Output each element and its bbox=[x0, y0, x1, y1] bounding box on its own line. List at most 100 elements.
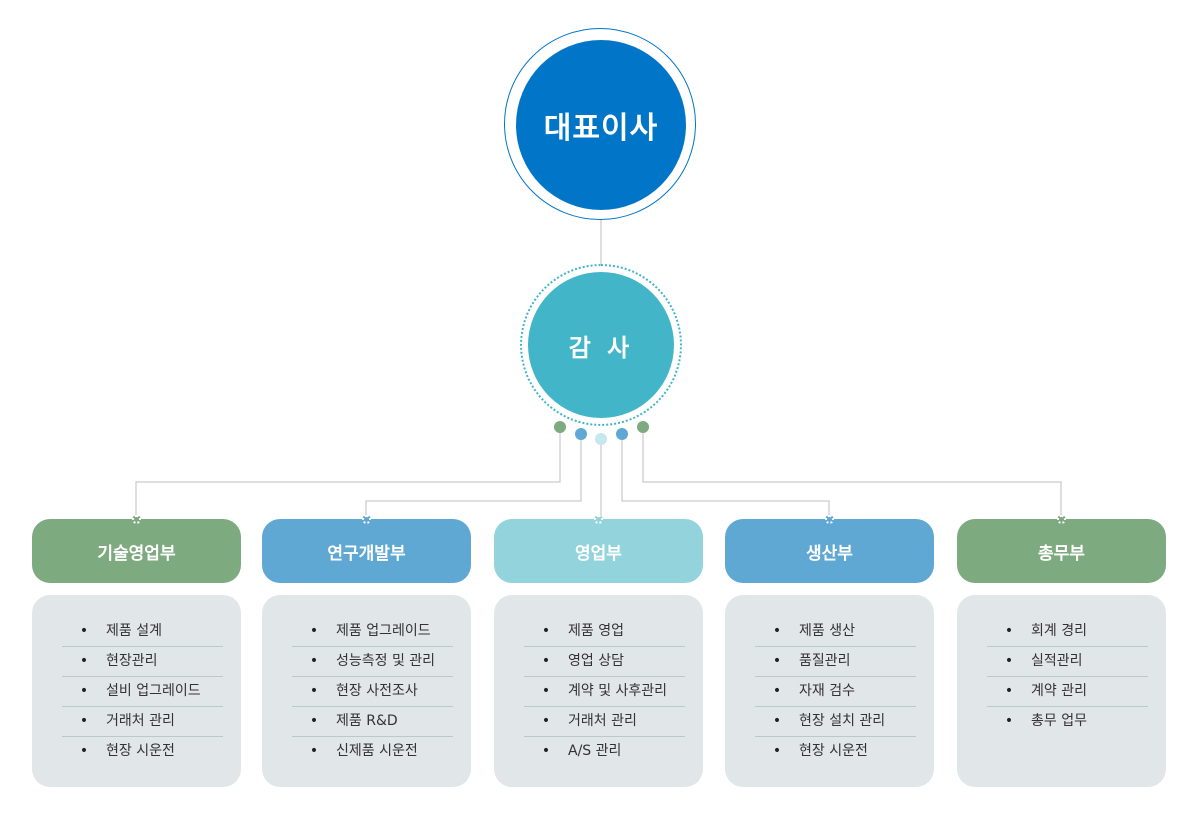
duty-item: • 계약 관리 bbox=[987, 677, 1148, 707]
duty-text: 총무 업무 bbox=[1031, 713, 1087, 729]
duty-item: • 계약 및 사후관리 bbox=[524, 677, 685, 707]
department-name: 기술영업부 bbox=[97, 543, 176, 564]
branch-line bbox=[621, 434, 830, 519]
bullet-icon: • bbox=[1004, 653, 1014, 669]
duty-text: 신제품 시운전 bbox=[336, 743, 418, 759]
branch-dot-icon bbox=[595, 433, 607, 445]
duty-text: 실적관리 bbox=[1031, 653, 1083, 669]
bullet-icon: • bbox=[541, 623, 551, 639]
duty-list: •제품 설계•현장관리•설비 업그레이드•거래처 관리•현장 시운전 bbox=[62, 617, 223, 766]
branch-dot-icon bbox=[637, 421, 649, 433]
department-duties-panel: •제품 설계•현장관리•설비 업그레이드•거래처 관리•현장 시운전 bbox=[32, 595, 241, 787]
duty-item: • 현장 시운전 bbox=[62, 737, 223, 766]
branch-line bbox=[365, 434, 582, 519]
bullet-icon: • bbox=[79, 743, 89, 759]
duty-item: • A/S 관리 bbox=[524, 737, 685, 766]
duty-list: • 제품 생산 •품질관리 • 자재 검수 • 현장 설치 관리 • 현장 시운전 bbox=[755, 617, 916, 766]
connector-anchor-icon bbox=[1057, 515, 1066, 524]
duty-item: • 제품 설계 bbox=[62, 617, 223, 647]
bullet-icon: • bbox=[79, 623, 89, 639]
duty-text: 품질관리 bbox=[799, 653, 851, 669]
duty-item: • 현장 시운전 bbox=[755, 737, 916, 766]
duty-item: •거래처 관리 bbox=[524, 707, 685, 737]
connector-anchor-icon bbox=[132, 515, 141, 524]
duty-text: 제품 R&D bbox=[336, 713, 398, 729]
bullet-icon: • bbox=[541, 683, 551, 699]
duty-text: 성능측정 및 관리 bbox=[336, 653, 436, 669]
bullet-icon: • bbox=[309, 743, 319, 759]
ceo-node: 대표이사 bbox=[516, 40, 686, 210]
duty-item: • 자재 검수 bbox=[755, 677, 916, 707]
department-name: 총무부 bbox=[1038, 543, 1085, 564]
department-header: 생산부 bbox=[725, 515, 934, 583]
branch-dot-icon bbox=[575, 428, 587, 440]
duty-text: 거래처 관리 bbox=[106, 713, 175, 729]
duty-item: • 현장 사전조사 bbox=[292, 677, 453, 707]
duty-item: • 신제품 시운전 bbox=[292, 737, 453, 766]
bullet-icon: • bbox=[772, 623, 782, 639]
bullet-icon: • bbox=[772, 683, 782, 699]
department-duties-panel: •제품 업그레이드 • 성능측정 및 관리 • 현장 사전조사 • 제품 R&D • 신제품 시… bbox=[262, 595, 471, 787]
duty-text: 제품 영업 bbox=[568, 623, 624, 639]
duty-list: • 제품 영업 • 영업 상담 • 계약 및 사후관리 •거래처 관리 • A/S 관리 bbox=[524, 617, 685, 766]
duty-item: • 제품 R&D bbox=[292, 707, 453, 737]
department-duties-panel: • 제품 영업 • 영업 상담 • 계약 및 사후관리 •거래처 관리 • A/S 관리 bbox=[494, 595, 703, 787]
bullet-icon: • bbox=[309, 653, 319, 669]
bullet-icon: • bbox=[79, 653, 89, 669]
connector-anchor-icon bbox=[825, 515, 834, 524]
duty-item: •회계 경리 bbox=[987, 617, 1148, 647]
duty-text: 현장 시운전 bbox=[106, 743, 175, 759]
connector-anchor-icon bbox=[594, 515, 603, 524]
duty-list: •제품 업그레이드 • 성능측정 및 관리 • 현장 사전조사 • 제품 R&D • 신제품 시… bbox=[292, 617, 453, 766]
bullet-icon: • bbox=[772, 743, 782, 759]
auditor-node: 감 사 bbox=[528, 272, 674, 418]
duty-item: • 현장 설치 관리 bbox=[755, 707, 916, 737]
department-header: 총무부 bbox=[957, 515, 1166, 583]
bullet-icon: • bbox=[1004, 683, 1014, 699]
duty-text: 자재 검수 bbox=[799, 683, 855, 699]
bullet-icon: • bbox=[541, 653, 551, 669]
bullet-icon: • bbox=[79, 713, 89, 729]
duty-text: 영업 상담 bbox=[568, 653, 624, 669]
department-header: 연구개발부 bbox=[262, 515, 471, 583]
department-duties-panel: •회계 경리 • 실적관리 • 계약 관리 • 총무 업무 bbox=[957, 595, 1166, 787]
department-name: 영업부 bbox=[575, 543, 622, 564]
duty-text: 현장 시운전 bbox=[799, 743, 868, 759]
duty-text: 설비 업그레이드 bbox=[106, 683, 201, 699]
duty-item: • 제품 생산 bbox=[755, 617, 916, 647]
bullet-icon: • bbox=[79, 683, 89, 699]
bullet-icon: • bbox=[1004, 713, 1014, 729]
duty-list: •회계 경리 • 실적관리 • 계약 관리 • 총무 업무 bbox=[987, 617, 1148, 736]
duty-text: 현장 사전조사 bbox=[336, 683, 418, 699]
bullet-icon: • bbox=[309, 713, 319, 729]
duty-text: 제품 생산 bbox=[799, 623, 855, 639]
duty-item: • 설비 업그레이드 bbox=[62, 677, 223, 707]
branch-line bbox=[642, 427, 1062, 519]
duty-text: 제품 설계 bbox=[106, 623, 162, 639]
duty-item: • 제품 영업 bbox=[524, 617, 685, 647]
department-header: 기술영업부 bbox=[32, 515, 241, 583]
duty-text: 거래처 관리 bbox=[568, 713, 637, 729]
ceo-label: 대표이사 bbox=[543, 111, 659, 146]
branch-dot-icon bbox=[554, 421, 566, 433]
bullet-icon: • bbox=[541, 743, 551, 759]
duty-text: 현장 설치 관리 bbox=[799, 713, 886, 729]
department-name: 생산부 bbox=[806, 543, 853, 564]
duty-item: • 영업 상담 bbox=[524, 647, 685, 677]
duty-text: A/S 관리 bbox=[568, 743, 622, 759]
duty-text: 계약 및 사후관리 bbox=[568, 683, 668, 699]
branch-dot-icon bbox=[616, 428, 628, 440]
bullet-icon: • bbox=[772, 713, 782, 729]
duty-item: •제품 업그레이드 bbox=[292, 617, 453, 647]
department-header: 영업부 bbox=[494, 515, 703, 583]
duty-text: 계약 관리 bbox=[1031, 683, 1087, 699]
duty-text: 제품 업그레이드 bbox=[336, 623, 431, 639]
duty-item: • 총무 업무 bbox=[987, 707, 1148, 736]
bullet-icon: • bbox=[309, 683, 319, 699]
duty-item: •현장관리 bbox=[62, 647, 223, 677]
connector-anchor-icon bbox=[362, 515, 371, 524]
duty-item: •품질관리 bbox=[755, 647, 916, 677]
duty-text: 회계 경리 bbox=[1031, 623, 1087, 639]
department-name: 연구개발부 bbox=[327, 543, 406, 564]
